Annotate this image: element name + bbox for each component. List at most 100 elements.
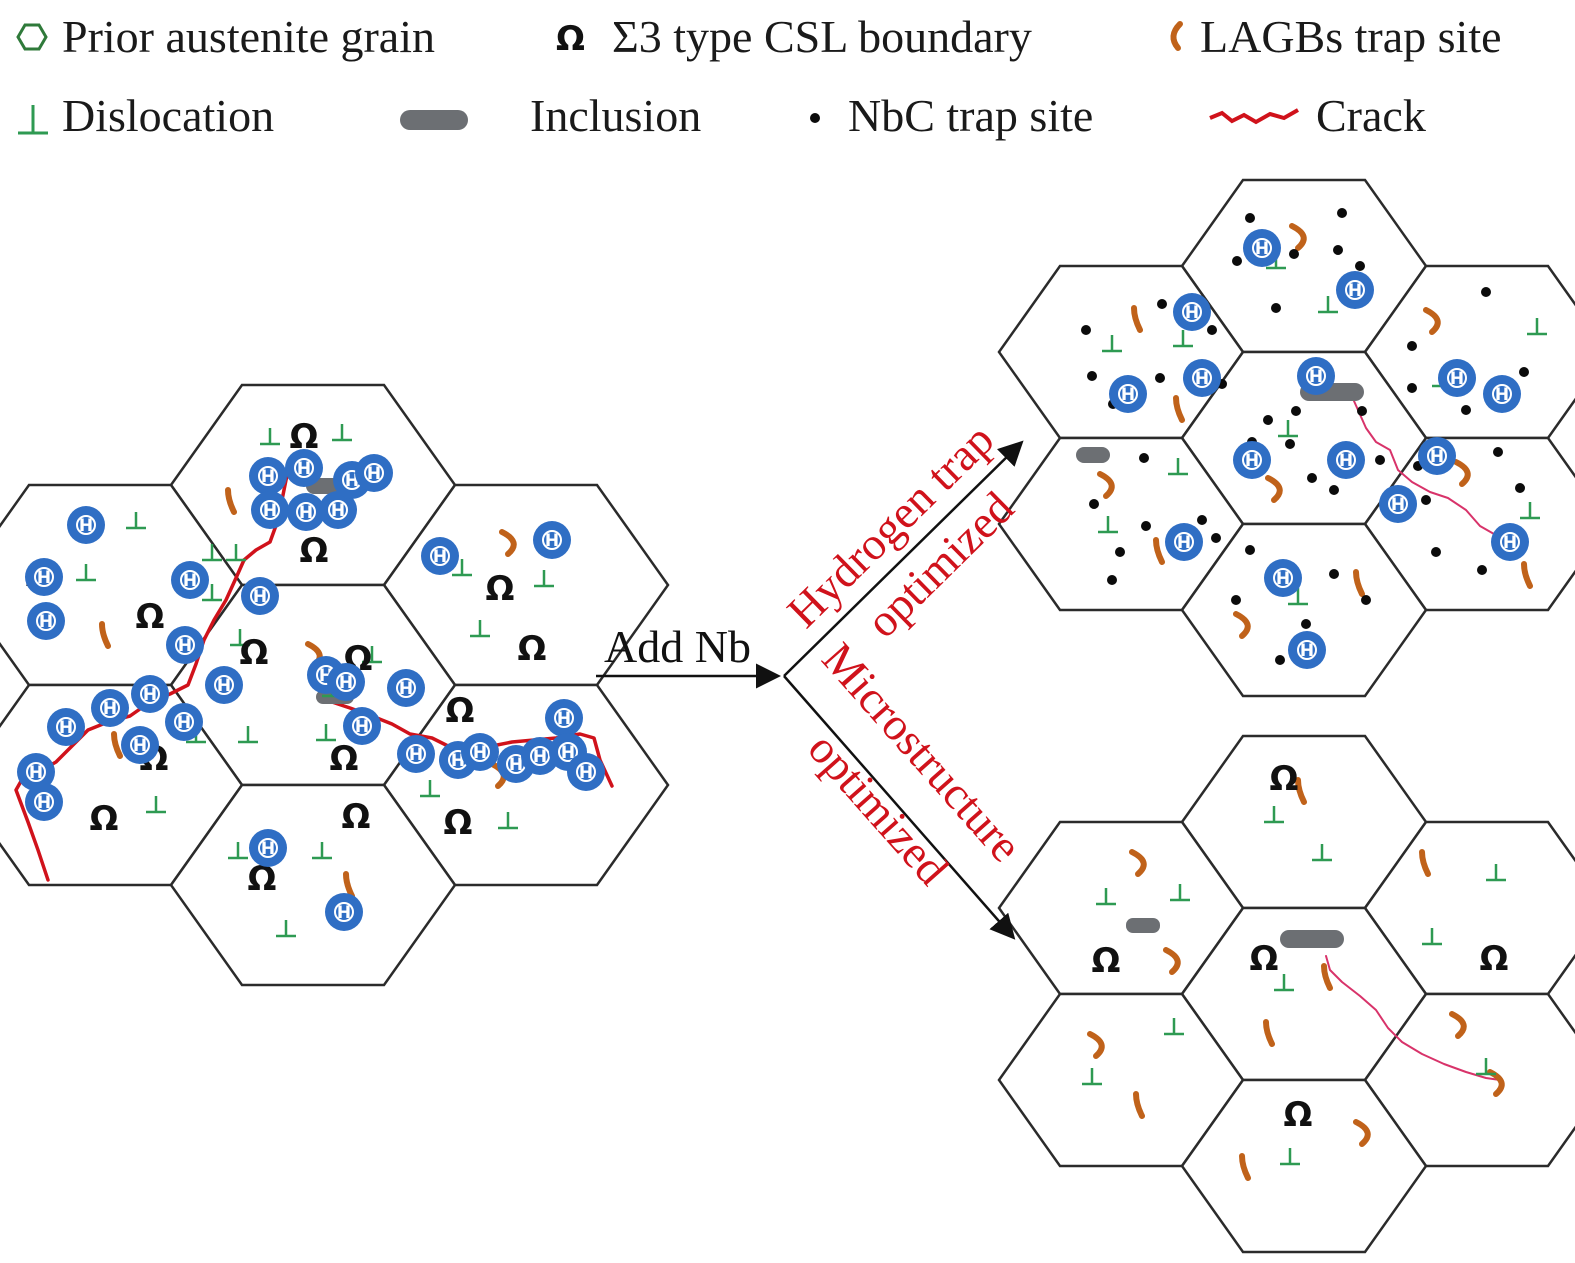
nbc-dot xyxy=(1515,483,1525,493)
dislocation-symbol xyxy=(534,570,554,588)
orange-arc-icon xyxy=(1170,21,1183,51)
nbc-dot xyxy=(1407,383,1417,393)
nbc-dot xyxy=(1115,547,1125,557)
hydrogen-label: H xyxy=(143,685,157,705)
hydrogen-label: H xyxy=(561,743,575,763)
nbc-dot xyxy=(1291,406,1301,416)
dislocation-symbol xyxy=(362,646,382,664)
hydrogen-label: H xyxy=(533,747,547,767)
red-crack-icon xyxy=(1209,108,1299,125)
hydrogen-ring xyxy=(175,635,195,655)
hydrogen-circle xyxy=(1336,271,1374,309)
grain-cluster-hydrogen-trap-optimized xyxy=(997,178,1575,698)
nbc-dot xyxy=(1157,299,1167,309)
hydrogen-atom: H xyxy=(166,626,204,664)
omega-symbol: Ω xyxy=(342,797,371,837)
hydrogen-circle xyxy=(325,893,363,931)
hydrogen-atom: H xyxy=(1243,229,1281,267)
hydrogen-label: H xyxy=(1450,369,1464,389)
hydrogen-circle xyxy=(1173,293,1211,331)
inclusion-capsule xyxy=(1280,930,1344,948)
lagb-arc xyxy=(111,731,123,759)
hydrogen-label: H xyxy=(1503,533,1517,553)
legend-item-nbc-trap-site: NbC trap site xyxy=(810,90,1093,141)
omega-symbol: Ω xyxy=(446,691,475,731)
nbc-dot xyxy=(1481,287,1491,297)
inclusion-capsule xyxy=(1126,918,1160,933)
hydrogen-atom: H xyxy=(397,735,435,773)
dislocation-symbol xyxy=(332,424,352,442)
hydrogen-atom: H xyxy=(1297,357,1335,395)
nbc-dot xyxy=(1301,619,1311,629)
hydrogen-atom: H xyxy=(327,663,365,701)
hydrogen-label: H xyxy=(177,713,191,733)
lagb-arc xyxy=(1265,475,1283,503)
lagb-arc xyxy=(1449,1011,1467,1039)
hydrogen-circle xyxy=(397,735,435,773)
crack-bottom-right xyxy=(1325,955,1501,1081)
dislocation-symbol xyxy=(420,780,440,798)
hydrogen-circle xyxy=(421,537,459,575)
legend-label: Dislocation xyxy=(62,90,274,141)
legend-label: Crack xyxy=(1316,90,1426,141)
nbc-dot xyxy=(1307,473,1317,483)
hydrogen-ring xyxy=(1192,368,1212,388)
hydrogen-ring xyxy=(174,712,194,732)
hydrogen-circle xyxy=(1438,359,1476,397)
hydrogen-ring xyxy=(336,672,356,692)
hydrogen-circle xyxy=(343,707,381,745)
hydrogen-atom: H xyxy=(251,491,289,529)
nbc-dot xyxy=(1107,575,1117,585)
dislocation-symbol xyxy=(1102,335,1122,353)
hydrogen-circle xyxy=(171,561,209,599)
prior-austenite-grain xyxy=(1180,1078,1428,1254)
hydrogen-label: H xyxy=(1309,367,1323,387)
hydrogen-label: H xyxy=(1391,495,1405,515)
hydrogen-atom: H xyxy=(1438,359,1476,397)
black-dot-icon xyxy=(810,113,820,123)
hydrogen-label: H xyxy=(399,679,413,699)
hydrogen-atom: H xyxy=(421,537,459,575)
lagb-arc xyxy=(1239,1153,1251,1181)
dislocation-symbol xyxy=(1318,296,1338,314)
hydrogen-circle xyxy=(67,506,105,544)
hydrogen-circle xyxy=(249,829,287,867)
dislocation-symbol xyxy=(230,629,250,647)
hydrogen-circle xyxy=(25,783,63,821)
hydrogen-circle xyxy=(461,733,499,771)
hydrogen-circle xyxy=(567,753,605,791)
legend-item-prior-austenite-grain: Prior austenite grain xyxy=(16,11,435,62)
hydrogen-ring xyxy=(352,716,372,736)
dislocation-symbol xyxy=(1264,806,1284,824)
hydrogen-ring xyxy=(260,500,280,520)
hydrogen-ring xyxy=(140,684,160,704)
lagb-arc xyxy=(1087,1031,1105,1059)
nbc-dot xyxy=(1421,495,1431,505)
hydrogen-label: H xyxy=(1348,281,1362,301)
hydrogen-ring xyxy=(34,567,54,587)
hydrogen-circle xyxy=(1491,523,1529,561)
omega-symbol: Ω xyxy=(1284,1095,1313,1135)
hydrogen-label: H xyxy=(29,763,43,783)
lagb-arc xyxy=(1419,849,1431,877)
nbc-dot xyxy=(1375,455,1385,465)
hydrogen-label: H xyxy=(557,709,571,729)
dislocation-symbol xyxy=(1168,458,1188,476)
hydrogen-ring xyxy=(1500,532,1520,552)
lagb-arc xyxy=(1233,611,1251,639)
hydrogen-ring xyxy=(334,902,354,922)
hydrogen-ring xyxy=(1336,450,1356,470)
omega-symbol: Ω xyxy=(518,629,547,669)
nbc-dot xyxy=(1245,545,1255,555)
hydrogen-label: H xyxy=(178,636,192,656)
dislocation-icon xyxy=(18,105,48,135)
hydrogen-label: H xyxy=(59,718,73,738)
crack-top-right xyxy=(1349,391,1495,535)
dislocation-symbol xyxy=(1082,1068,1102,1086)
hydrogen-circle xyxy=(387,669,425,707)
dislocation-symbol xyxy=(1274,974,1294,992)
hydrogen-atom: H xyxy=(27,602,65,640)
hydrogen-label: H xyxy=(1339,451,1353,471)
hydrogen-ring xyxy=(328,500,348,520)
